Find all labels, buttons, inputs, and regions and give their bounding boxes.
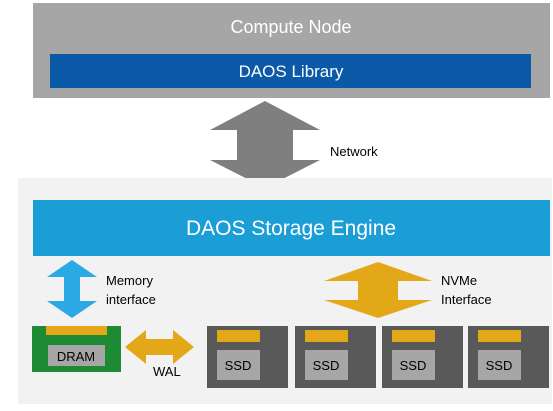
memory-interface-label-line2: interface <box>106 292 156 307</box>
daos-storage-engine-box <box>33 200 550 256</box>
dram-label: DRAM <box>57 349 95 364</box>
ssd-label: SSD <box>313 358 340 373</box>
ssd: SSD <box>468 326 549 388</box>
nvme-interface-label-line1: NVMe <box>441 273 477 288</box>
compute-node: Compute Node DAOS Library <box>33 3 550 98</box>
network-label: Network <box>330 144 378 159</box>
ssd: SSD <box>382 326 463 388</box>
ssd-pins <box>392 330 435 342</box>
ssd-group: SSD SSD SSD SSD <box>207 326 549 388</box>
ssd-pins <box>305 330 348 342</box>
ssd-chip <box>217 350 260 380</box>
dram-module: DRAM <box>32 326 121 372</box>
dram-pins <box>46 326 107 335</box>
compute-node-title: Compute Node <box>230 17 351 37</box>
memory-interface-label-line1: Memory <box>106 273 153 288</box>
ssd-chip <box>478 350 521 380</box>
memory-interface-arrow <box>47 260 97 318</box>
wal-label: WAL <box>153 364 181 379</box>
ssd-pins <box>478 330 521 342</box>
daos-library-box <box>50 54 531 88</box>
network-arrow <box>210 101 320 188</box>
ssd: SSD <box>295 326 376 388</box>
storage-node: DAOS Storage Engine Memory interface NVM… <box>18 178 552 404</box>
ssd-pins <box>217 330 260 342</box>
daos-storage-engine-label: DAOS Storage Engine <box>186 217 396 240</box>
ssd: SSD <box>207 326 288 388</box>
network: Network <box>210 101 378 188</box>
ssd-chip <box>392 350 435 380</box>
ssd-label: SSD <box>400 358 427 373</box>
dram-chip <box>48 345 105 366</box>
nvme-interface-label-line2: Interface <box>441 292 492 307</box>
wal-arrow <box>125 330 194 364</box>
ssd-chip <box>305 350 348 380</box>
ssd-label: SSD <box>225 358 252 373</box>
ssd-label: SSD <box>486 358 513 373</box>
nvme-interface-arrow <box>324 262 432 318</box>
daos-library-label: DAOS Library <box>239 62 344 81</box>
